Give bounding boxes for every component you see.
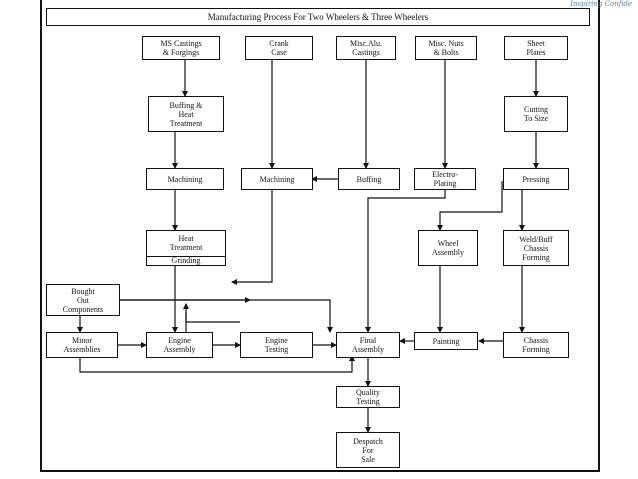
- node-engine-testing: Engine Testing: [240, 332, 313, 358]
- node-weld-buff: Weld/Buff Chassis Forming: [503, 230, 569, 266]
- heat-treatment-label: Heat Treatment: [169, 234, 203, 253]
- node-buffing: Buffing: [338, 168, 400, 190]
- node-misc-alu: Misc.Alu. Castings: [336, 36, 396, 60]
- node-pressing: Pressing: [503, 168, 569, 190]
- grinding-label: Grinding: [171, 255, 201, 265]
- node-chassis-forming: Chassis Forming: [503, 332, 569, 358]
- node-quality-testing: Quality Testing: [336, 386, 400, 408]
- diagram-title: Manufacturing Process For Two Wheelers &…: [46, 8, 590, 26]
- node-cutting: Cutting To Size: [504, 96, 568, 132]
- node-wheel-assembly: Wheel Assembly: [418, 230, 478, 266]
- node-painting: Painting: [414, 332, 478, 350]
- node-bought-out: Bought Out Components: [46, 284, 120, 316]
- node-buffing-heat: Buffing & Heat Treatment: [148, 96, 224, 132]
- arrow-loop-engine: [183, 303, 240, 323]
- node-electro-plating: Electro- Plating: [414, 168, 476, 190]
- arrow-bought-to-final: [120, 299, 333, 333]
- node-despatch: Despatch For Sale: [336, 432, 400, 468]
- frame-bottom-border: [40, 470, 600, 472]
- arrow-pressing-to-wheel: [437, 181, 503, 231]
- node-crank-case: Crank Case: [245, 36, 313, 60]
- heat-treatment-divider: [147, 256, 225, 257]
- node-engine-assembly: Engine Assembly: [146, 332, 213, 358]
- arrow-machining2-to-engine-line: [231, 190, 273, 285]
- node-sheet-plates: Sheet Plates: [504, 36, 568, 60]
- arrow-minor-to-final: [79, 355, 355, 373]
- frame-left-border: [40, 0, 42, 472]
- node-final-assembly: Final Assembly: [336, 332, 400, 358]
- node-ms-castings: MS Castings & Forgings: [142, 36, 220, 60]
- node-misc-nuts: Misc. Nuts & Bolts: [415, 36, 477, 60]
- node-minor-assemblies: Minor Assemblies: [46, 332, 118, 358]
- node-heat-treatment: Heat Treatment Grinding: [146, 230, 226, 266]
- node-machining-2: Machining: [241, 168, 313, 190]
- node-machining-1: Machining: [146, 168, 224, 190]
- frame-right-border: [598, 0, 600, 472]
- brand-text: Inspiring Confide: [570, 0, 632, 8]
- arrow-plating-to-final: [365, 190, 446, 333]
